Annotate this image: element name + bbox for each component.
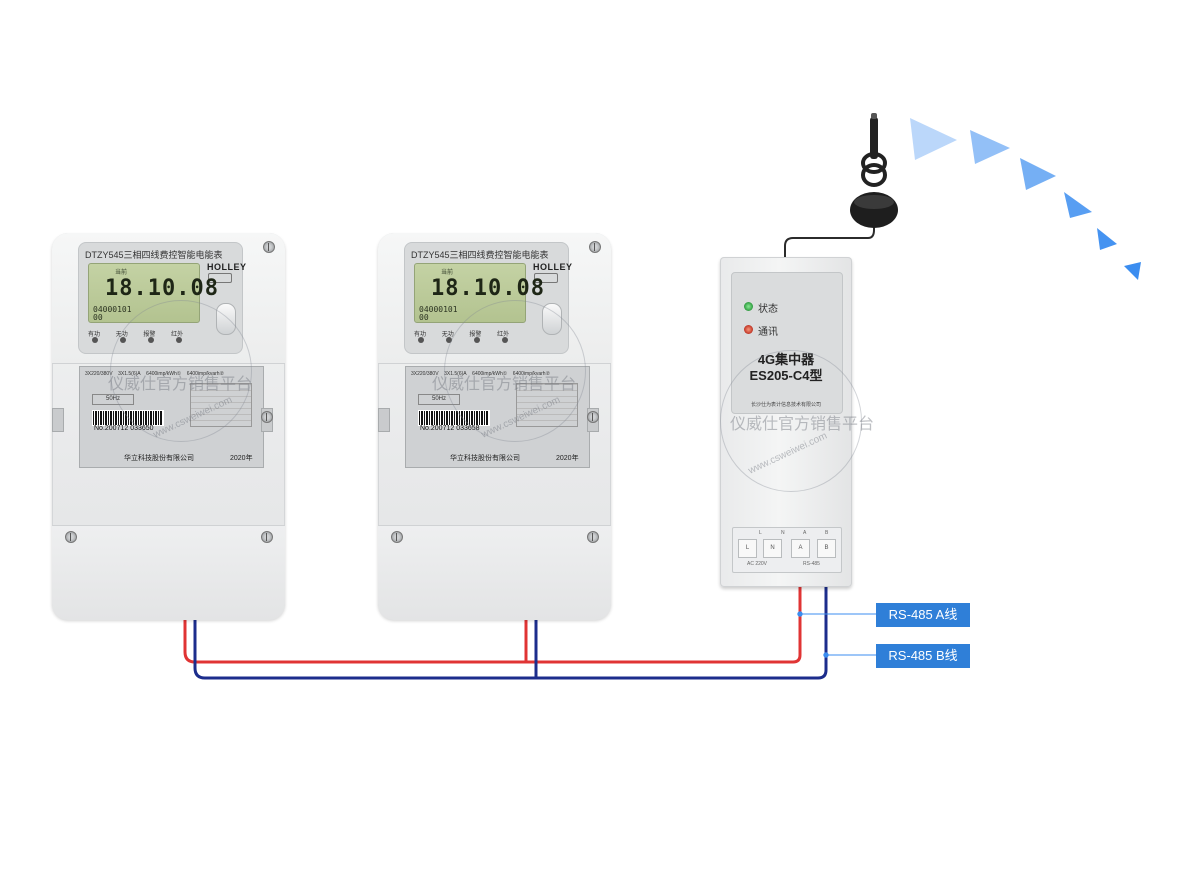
meter-serial-number: No.200712 033650	[94, 425, 154, 432]
lcd-code: 04000101 00	[419, 306, 458, 322]
watermark-seal	[110, 300, 252, 442]
status-led-label: 状态	[758, 304, 778, 315]
terminal-screw[interactable]: A	[791, 539, 810, 558]
watermark-text: 仪威仕官方销售平台	[108, 376, 253, 393]
rs485-b-wire	[193, 586, 828, 680]
watermark-text: 仪威仕官方销售平台	[432, 376, 577, 393]
meter-manufacturer: 华立科技股份有限公司	[450, 455, 520, 462]
terminal-top-label: A	[803, 530, 807, 536]
meter-brand-logo: HOLLEY	[207, 262, 247, 272]
terminal-screw[interactable]: B	[817, 539, 836, 558]
status-led-icon	[744, 302, 753, 311]
meter-year: 2020年	[230, 455, 253, 462]
screw-icon	[589, 241, 601, 253]
comm-led-icon	[744, 325, 753, 334]
spec-text: 3X220/380V	[411, 371, 439, 377]
meter-year: 2020年	[556, 455, 579, 462]
screw-icon	[65, 531, 77, 543]
indicator-label: 无功	[441, 332, 454, 338]
rs485-b-label: RS-485 B线	[876, 644, 970, 668]
lcd-code: 04000101 00	[93, 306, 132, 322]
lcd-reading: 18.10.08	[105, 276, 219, 301]
meter-side-clip	[378, 408, 390, 432]
indicator-label: 有功	[88, 332, 101, 338]
antenna-cable	[784, 222, 875, 257]
meter-lcd-display: 当前 18.10.08 04000101 00	[414, 263, 544, 323]
screw-icon	[587, 531, 599, 543]
lcd-code-line: 04000101	[419, 305, 458, 314]
lcd-code-line: 00	[419, 313, 429, 322]
terminal-screw[interactable]: N	[763, 539, 782, 558]
comm-led-label: 通讯	[758, 327, 778, 338]
lcd-code-line: 00	[93, 313, 103, 322]
meter-model: DTZY545三相四线费控智能电能表	[85, 250, 223, 260]
terminal-top-label: L	[759, 530, 762, 536]
rs485-a-label: RS-485 A线	[876, 603, 970, 627]
meter-serial-number: No.200712 033658	[420, 425, 480, 432]
terminal-power-label: AC 220V	[747, 561, 768, 567]
lcd-label: 当前	[115, 270, 128, 276]
meter-brand-badge	[534, 273, 558, 283]
meter-brand-badge	[208, 273, 232, 283]
lcd-label: 当前	[441, 270, 454, 276]
meter-model: DTZY545三相四线费控智能电能表	[411, 250, 549, 260]
screw-icon	[261, 531, 273, 543]
indicator-led	[92, 337, 98, 343]
meter-terminal-cover	[378, 525, 611, 620]
lcd-reading: 18.10.08	[431, 276, 545, 301]
terminal-top-label: B	[825, 530, 829, 536]
indicator-label: 有功	[414, 332, 427, 338]
screw-icon	[587, 411, 599, 423]
spec-text: 3X220/380V	[85, 371, 113, 377]
screw-icon	[391, 531, 403, 543]
rs485-a-wire	[183, 586, 802, 664]
signal-waves-icon	[910, 118, 1141, 280]
terminal-top-label: N	[781, 530, 785, 536]
indicator-led	[418, 337, 424, 343]
meter-manufacturer: 华立科技股份有限公司	[124, 455, 194, 462]
watermark-seal	[720, 350, 862, 492]
antenna-icon	[850, 113, 898, 228]
concentrator-terminal-block: L N A B L N A B AC 220V RS-485	[732, 527, 842, 573]
meter-side-clip	[52, 408, 64, 432]
screw-icon	[261, 411, 273, 423]
terminal-screw[interactable]: L	[738, 539, 757, 558]
watermark-seal	[444, 300, 586, 442]
meter-brand-logo: HOLLEY	[533, 262, 573, 272]
screw-icon	[263, 241, 275, 253]
label-leaders	[797, 611, 876, 658]
meter-terminal-cover	[52, 525, 285, 620]
terminal-rs485-label: RS-485	[803, 561, 820, 567]
lcd-code-line: 04000101	[93, 305, 132, 314]
watermark-text: 仪威仕官方销售平台	[730, 416, 875, 433]
indicator-led	[446, 337, 452, 343]
